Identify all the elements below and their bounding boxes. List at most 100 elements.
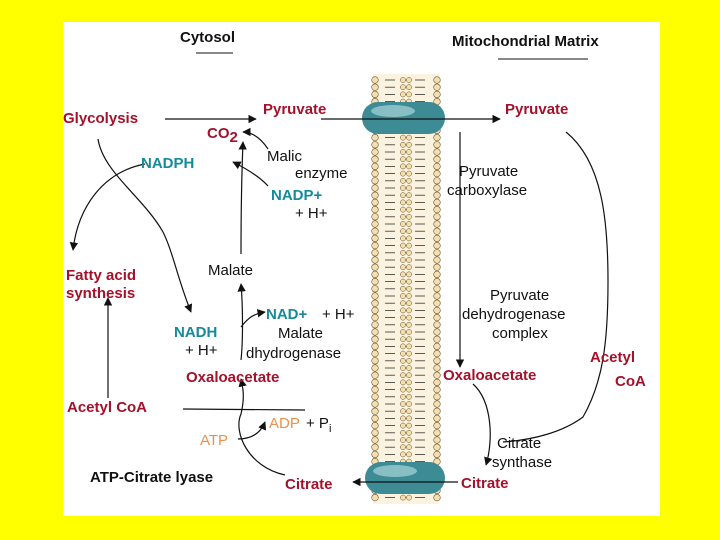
- lipid-head: [406, 429, 412, 436]
- adp-label: ADP: [269, 415, 300, 432]
- lipid-head: [433, 76, 441, 84]
- lipid-head: [371, 436, 379, 444]
- lipid-head: [371, 335, 379, 343]
- lipid-head: [406, 415, 412, 422]
- lipid-head: [406, 422, 412, 429]
- lipid-head: [433, 292, 441, 300]
- lipid-head: [406, 285, 412, 292]
- nadh-hplus-label: + H+: [185, 342, 218, 359]
- lipid-head: [400, 372, 406, 379]
- lipid-head: [371, 400, 379, 408]
- lipid-head: [400, 314, 406, 321]
- citrate-matrix-label: Citrate: [461, 475, 509, 492]
- nadph-label: NADPH: [141, 155, 194, 172]
- lipid-head: [406, 77, 412, 83]
- lipid-head: [400, 185, 406, 191]
- lipid-head: [433, 256, 441, 264]
- citrate-cytosol-label: Citrate: [285, 476, 333, 493]
- lipid-head: [400, 91, 406, 98]
- lipid-head: [371, 234, 379, 242]
- lipid-head: [371, 386, 379, 394]
- lipid-head: [400, 77, 406, 83]
- lipid-head: [371, 342, 379, 351]
- lipid-head: [371, 141, 379, 149]
- lipid-head: [400, 336, 406, 343]
- lipid-head: [433, 306, 441, 315]
- lipid-head: [371, 249, 379, 257]
- lipid-head: [433, 357, 441, 365]
- lipid-head: [433, 314, 441, 322]
- oxaloacetate-matrix-label: Oxaloacetate: [443, 367, 536, 384]
- lipid-head: [400, 206, 406, 213]
- arrow-malate-up: [238, 141, 247, 255]
- lipid-head: [433, 270, 441, 278]
- lipid-head: [400, 149, 406, 155]
- malic-enzyme-label-1: Malic: [267, 148, 303, 165]
- lipid-head: [400, 84, 406, 91]
- lipid-head: [406, 213, 412, 220]
- lipid-head: [400, 357, 406, 364]
- lipid-head: [371, 133, 379, 142]
- fatty-acid-label-2: synthesis: [66, 285, 135, 302]
- pyruvate-transporter: [362, 102, 445, 134]
- lipid-head: [433, 234, 441, 242]
- lipid-head: [406, 393, 412, 400]
- lipid-head: [406, 228, 412, 235]
- lipid-head: [371, 227, 379, 235]
- lipid-head: [371, 76, 379, 84]
- lipid-head: [406, 249, 412, 256]
- lipid-head: [371, 198, 379, 206]
- lipid-head: [433, 263, 441, 271]
- cytosol-label: Cytosol: [180, 29, 235, 46]
- acetyl-coa-matrix-label-1: Acetyl: [590, 349, 635, 366]
- lipid-head: [371, 191, 379, 199]
- lipid-head: [433, 278, 441, 286]
- oxaloacetate-cytosol-label: Oxaloacetate: [186, 369, 279, 386]
- lipid-head: [400, 156, 406, 163]
- lipid-head: [400, 386, 406, 393]
- lipid-head: [371, 371, 379, 379]
- lipid-head: [400, 321, 406, 328]
- lipid-head: [371, 242, 379, 250]
- lipid-head: [371, 321, 379, 329]
- lipid-head: [406, 372, 412, 379]
- matrix-label: Mitochondrial Matrix: [452, 33, 599, 50]
- lipid-head: [400, 437, 406, 443]
- pyruvate-carboxylase-label-1: Pyruvate: [459, 163, 518, 180]
- lipid-head: [371, 285, 379, 293]
- pi-label: + Pi: [306, 415, 331, 435]
- lipid-head: [400, 451, 406, 458]
- lipid-head: [406, 444, 412, 451]
- lipid-head: [406, 437, 412, 443]
- lipid-head: [400, 343, 406, 350]
- lipid-head: [406, 84, 412, 91]
- lipid-head: [400, 228, 406, 235]
- nadh-label: NADH: [174, 324, 217, 341]
- lipid-head: [371, 263, 379, 271]
- lipid-head: [406, 343, 412, 350]
- pyruvate-matrix-label: Pyruvate: [505, 101, 568, 118]
- lipid-head: [433, 371, 441, 379]
- arrow-to-co2: [242, 127, 269, 150]
- lipid-head: [433, 429, 441, 437]
- lipid-head: [400, 221, 406, 227]
- lipid-head: [433, 422, 441, 430]
- lipid-head: [406, 242, 412, 249]
- lipid-head: [406, 379, 412, 386]
- arrow-pyruvate-to-acetyl: [502, 131, 609, 443]
- nad-label: NAD+: [266, 306, 307, 323]
- lipid-head: [433, 342, 441, 351]
- lipid-head: [433, 436, 441, 444]
- lipid-head: [400, 213, 406, 220]
- acetyl-coa-matrix-label-2: CoA: [615, 373, 646, 390]
- lipid-head: [400, 249, 406, 256]
- lipid-head: [400, 293, 406, 299]
- lipid-head: [406, 408, 412, 415]
- lipid-head: [400, 494, 406, 501]
- lipid-head: [400, 300, 406, 307]
- lipid-head: [433, 378, 441, 387]
- citrate-synthase-label-2: synthase: [492, 454, 552, 471]
- lipid-head: [371, 162, 379, 170]
- lipid-head: [371, 83, 379, 91]
- lipid-head: [433, 321, 441, 329]
